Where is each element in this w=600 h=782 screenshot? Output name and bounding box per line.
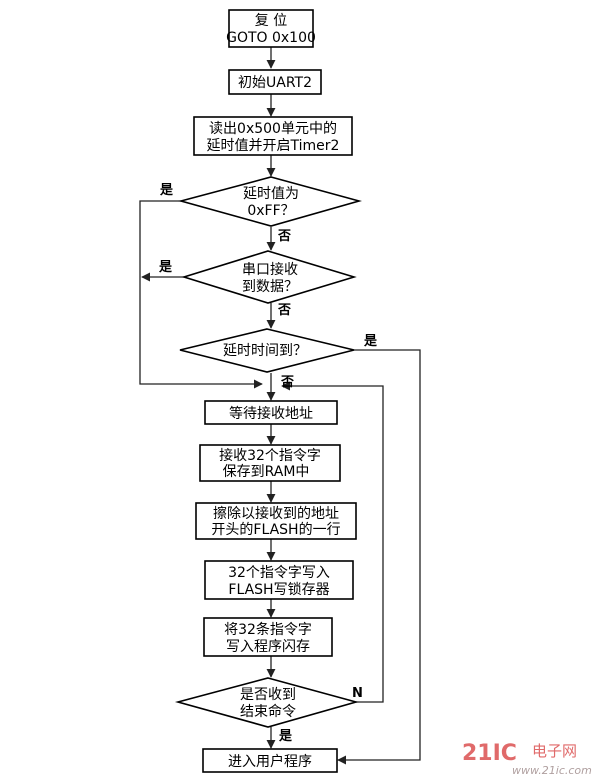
node-write-latch: 32个指令字写入 FLASH写锁存器 (204, 560, 354, 600)
node-erase-line1: 擦除以接收到的地址 (213, 505, 339, 522)
label-timeout-yes: 是 (363, 334, 378, 349)
watermark-brand-cn: 电子网 (532, 742, 577, 760)
edge-labels: 是 否 是 否 是 否 N 是 (158, 183, 378, 744)
node-user-program: 进入用户程序 (202, 748, 338, 773)
node-erase: 擦除以接收到的地址 开头的FLASH的一行 (195, 502, 357, 540)
node-read: 读出0x500单元中的 延时值并开启Timer2 (193, 116, 353, 156)
watermark-logo: 21IC 电子网 www.21ic.com (462, 741, 592, 777)
edge-ff-yes-loop (139, 200, 263, 389)
node-reset-line1: 复 位 (255, 12, 287, 29)
edges (139, 47, 421, 765)
node-reset: 复 位 GOTO 0x100 (226, 9, 316, 48)
watermark-brand-number: 21IC (462, 741, 517, 766)
node-reset-line2: GOTO 0x100 (226, 30, 316, 46)
node-user-program-line1: 进入用户程序 (228, 753, 312, 770)
node-recv32-line2: 保存到RAM中 (223, 464, 310, 480)
node-recv32: 接收32个指令字 保存到RAM中 (199, 444, 341, 482)
node-wait: 等待接收地址 (204, 400, 338, 425)
label-end-no: N (352, 686, 363, 701)
node-init: 初始UART2 (228, 69, 322, 95)
node-write-latch-line2: FLASH写锁存器 (228, 582, 329, 598)
node-decision-timeout: 延时时间到？ (179, 328, 355, 373)
edge-end-no-loop (281, 381, 384, 703)
node-read-line2: 延时值并开启Timer2 (207, 138, 340, 154)
node-decision-ff-line1: 延时值为 (243, 186, 299, 202)
node-decision-end-line1: 是否收到 (240, 687, 296, 703)
node-recv32-line1: 接收32个指令字 (219, 447, 321, 464)
node-erase-line2: 开头的FLASH的一行 (211, 522, 340, 538)
label-timeout-no: 否 (280, 375, 294, 390)
label-ff-no: 否 (277, 229, 291, 244)
node-decision-ff-line2: 0xFF？ (247, 203, 294, 219)
label-ff-yes: 是 (159, 183, 174, 198)
node-decision-end: 是否收到 结束命令 (174, 677, 359, 728)
node-read-line1: 读出0x500单元中的 (209, 120, 337, 137)
label-end-yes: 是 (278, 729, 293, 744)
node-wait-line1: 等待接收地址 (229, 405, 313, 422)
node-write-flash: 将32条指令字 写入程序闪存 (203, 617, 333, 657)
edge-timeout-yes (337, 349, 421, 765)
node-init-line1: 初始UART2 (238, 74, 312, 91)
node-decision-rx-line1: 串口接收 (242, 261, 298, 278)
node-decision-rx: 串口接收 到数据？ (181, 250, 357, 304)
node-write-latch-line1: 32个指令字写入 (228, 565, 330, 581)
label-rx-no: 否 (277, 303, 291, 318)
node-write-flash-line1: 将32条指令字 (224, 621, 312, 638)
node-decision-end-line2: 结束命令 (240, 703, 296, 720)
node-decision-ff: 延时值为 0xFF？ (177, 176, 362, 227)
watermark-url: www.21ic.com (512, 764, 592, 777)
node-write-flash-line2: 写入程序闪存 (226, 639, 310, 655)
node-decision-rx-line2: 到数据？ (242, 279, 298, 295)
label-rx-yes: 是 (158, 260, 173, 275)
node-decision-timeout-line1: 延时时间到？ (223, 343, 307, 359)
